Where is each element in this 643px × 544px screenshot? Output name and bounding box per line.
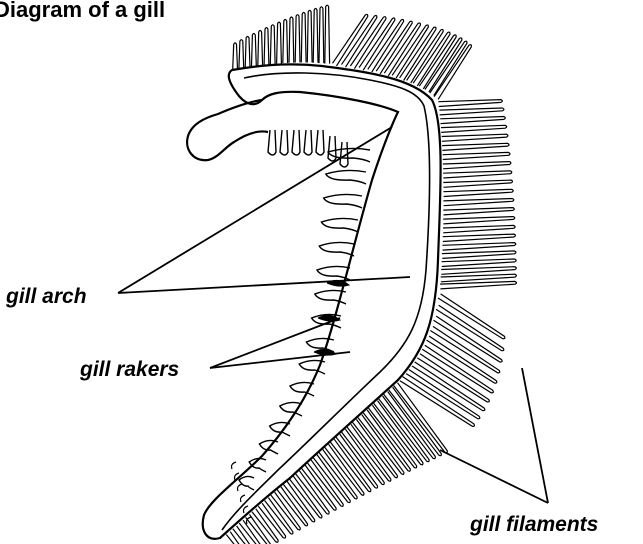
gill-filament — [252, 34, 257, 67]
gill-raker — [280, 130, 288, 155]
gill-raker-curl — [232, 462, 237, 469]
gill-filament — [239, 40, 244, 69]
gill-filament — [289, 17, 294, 63]
gill-filament — [442, 143, 509, 150]
gill-filament — [406, 370, 480, 419]
gill-filament — [443, 208, 514, 215]
gill-filament — [443, 225, 515, 232]
gill-arch-drawing — [187, 64, 441, 538]
gill-raker — [268, 130, 276, 155]
gill-filament — [277, 487, 308, 526]
gill-filament — [295, 15, 300, 63]
gill-filament — [264, 28, 269, 65]
gill-filament — [301, 13, 306, 63]
gill-raker — [326, 170, 366, 184]
gill-arch-anterior-lobe — [187, 100, 268, 160]
gill-filaments-pointer-right — [522, 368, 548, 503]
gill-arch-pointer-lower — [118, 277, 410, 293]
gill-filament — [443, 180, 512, 187]
gill-arch-pointer-upper — [118, 127, 392, 293]
gill-filament — [319, 7, 324, 63]
gill-filament — [307, 10, 312, 62]
gill-raker-curl — [244, 506, 249, 513]
gill-raker-curl — [238, 484, 243, 491]
gill-raker-shaded — [318, 315, 340, 321]
gill-filament — [265, 498, 293, 534]
gill-raker — [324, 194, 362, 208]
gill-raker — [292, 130, 300, 155]
gill-filament — [443, 217, 515, 224]
gill-filament — [442, 243, 515, 251]
gill-filament — [283, 20, 288, 64]
gill-arch-label: gill arch — [6, 285, 87, 309]
gill-filaments-label: gill filaments — [470, 513, 598, 537]
gill-filament — [443, 171, 512, 178]
gill-filament — [270, 25, 275, 64]
gill-filament — [271, 492, 300, 530]
gill-raker — [316, 130, 324, 155]
gill-filament — [233, 43, 238, 70]
gill-filament — [442, 259, 517, 267]
gill-filament — [441, 267, 516, 275]
gill-raker — [280, 402, 302, 416]
gill-filament — [440, 117, 505, 124]
diagram-title: Diagram of a gill — [0, 0, 165, 23]
gill-filament — [313, 9, 318, 63]
gill-filament — [441, 125, 507, 132]
gill-filament — [379, 396, 429, 462]
gill-filament — [277, 22, 282, 63]
gill-filament — [245, 37, 250, 68]
gill-raker-curl — [241, 495, 246, 502]
gill-raker — [319, 242, 354, 256]
gill-filament — [258, 31, 263, 66]
gill-filament — [438, 100, 502, 107]
gill-filament — [412, 362, 485, 411]
gill-filament — [374, 401, 423, 465]
gill-filament — [443, 189, 513, 196]
gill-filaments-drawing — [226, 5, 516, 544]
gill-rakers-label: gill rakers — [80, 358, 179, 382]
gill-filaments-pointer-left — [440, 450, 548, 503]
gill-filament — [443, 199, 513, 206]
gill-filament — [441, 274, 517, 282]
gill-raker — [239, 476, 254, 490]
gill-raker — [321, 218, 358, 232]
gill-filament — [336, 434, 378, 488]
gill-filament — [443, 152, 510, 159]
gill-filament — [443, 234, 516, 241]
gill-filament — [330, 439, 371, 491]
gill-filament — [439, 108, 504, 115]
gill-filament — [325, 5, 330, 63]
gill-filament — [440, 281, 516, 289]
gill-filament — [442, 134, 508, 141]
gill-filament — [434, 45, 471, 100]
gill-raker — [304, 130, 312, 155]
gill-filament — [442, 251, 516, 259]
gill-filament — [443, 162, 511, 169]
